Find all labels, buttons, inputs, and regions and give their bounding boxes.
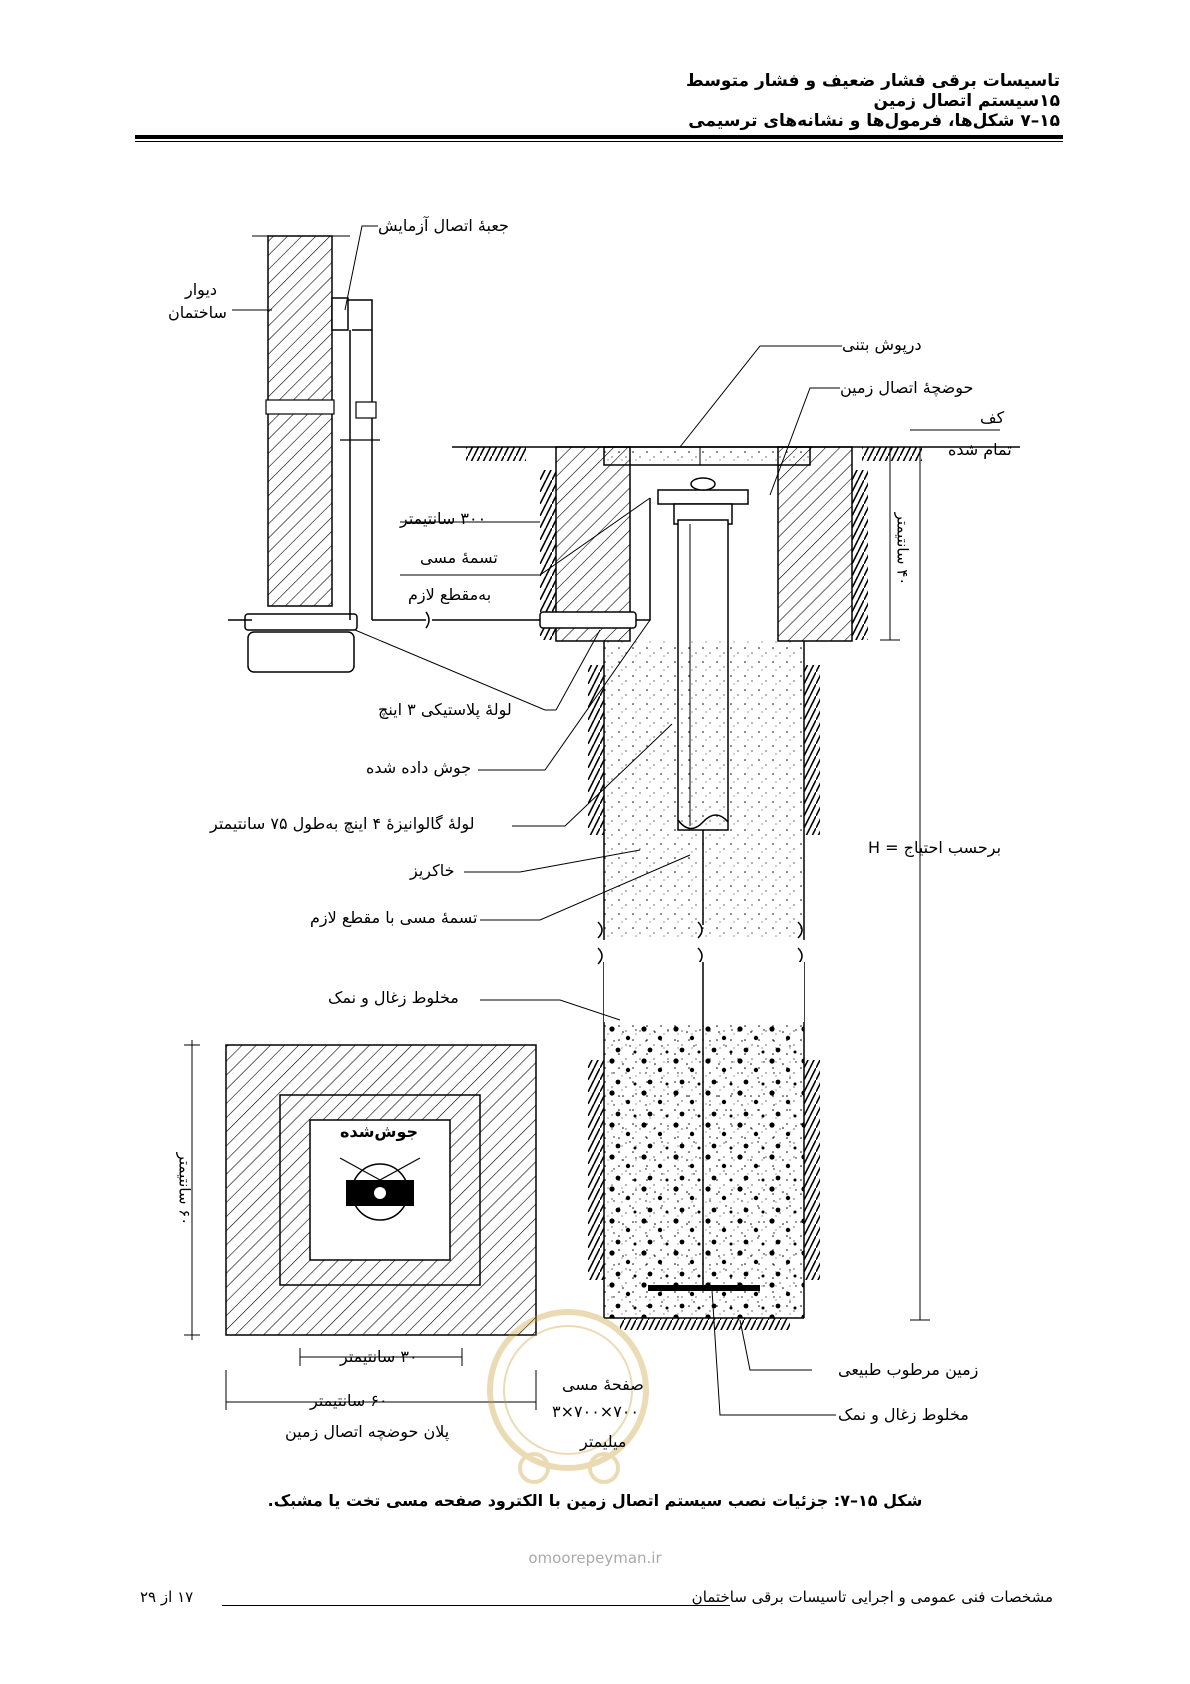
building-wall [228,235,358,673]
label-dim-30: ۳۰ سانتیمتر [340,1347,418,1366]
label-dim-300: ۳۰۰ سانتیمتر [400,509,487,528]
label-earth-pit: حوضچهٔ اتصال زمین [840,378,974,397]
label-moist-earth: زمین مرطوب طبیعی [838,1360,979,1379]
label-test-box: جعبهٔ اتصال آزمایش [378,216,509,235]
label-welded: جوش داده شده [366,758,472,777]
label-dim-60-horizontal: ۶۰ سانتیمتر [310,1391,388,1410]
label-coal-salt-mix-2: مخلوط زغال و نمک [838,1405,969,1424]
figure-caption: شکل ۱۵–۷: جزئیات نصب سیستم اتصال زمین با… [267,1491,923,1510]
header-line-2: ۱۵سیستم اتصال زمین [873,91,1060,111]
label-coal-salt-mix-1: مخلوط زغال و نمک [328,988,459,1007]
pit-plan-view [184,1040,537,1410]
label-depth-40: ۴۰ سانتیمتر [893,512,912,586]
header-rule-thick [135,135,1063,139]
label-concrete-cover: درپوش بتنی [842,335,922,354]
label-as-required-h: برحسب احتیاج = H [868,838,1002,857]
label-galvanized-pipe: لولهٔ گالوانیزهٔ ۴ اینچ به‌طول ۷۵ سانتیم… [210,814,475,833]
leader-lines [232,225,842,1416]
label-floor-2: تمام شده [948,440,1012,459]
label-plastic-pipe: لولهٔ پلاستیکی ۳ اینچ [378,700,512,719]
watermark-seal-icon [487,1309,649,1484]
label-copper-plate-2: ۷۰۰×۷۰۰×۳ [552,1402,639,1421]
test-box-and-tape [331,297,545,629]
label-copper-plate-3: میلیمتر [580,1432,627,1451]
label-floor-1: کف [980,408,1005,427]
label-wall-2: ساختمان [168,303,227,322]
header-line-1: تاسیسات برقی فشار ضعیف و فشار متوسط [685,71,1060,91]
label-weld-plan: جوش‌شده [340,1122,419,1141]
label-wall-1: دیوار [185,280,218,299]
footer-title: مشخصات فنی عمومی و اجرایی تاسیسات برقی س… [691,1588,1053,1606]
label-plan-title: پلان حوضچه اتصال زمین [285,1422,450,1441]
label-copper-tape-1: تسمهٔ مسی [420,548,498,567]
label-copper-tape-2: به‌مقطع لازم [408,585,492,604]
dimension-lines [880,429,1000,1321]
label-dim-60-vertical: ۶۰ سانتیمتر [175,1152,194,1226]
label-copper-plate-1: صفحهٔ مسی [562,1375,644,1394]
bore-hole [588,641,820,1330]
watermark-url: omoorepeyman.ir [528,1549,662,1567]
header-rule-thin [135,141,1063,142]
label-backfill: خاکریز [410,861,455,880]
footer-page-number: ۱۷ از ۲۹ [140,1588,194,1606]
footer-rule [222,1605,730,1606]
earth-pit-walls [540,446,868,642]
label-copper-tape-required: تسمهٔ مسی با مقطع لازم [310,908,478,927]
header-line-3: ۱۵–۷ شکل‌ها، فرمول‌ها و نشانه‌های ترسیمی [688,111,1060,131]
